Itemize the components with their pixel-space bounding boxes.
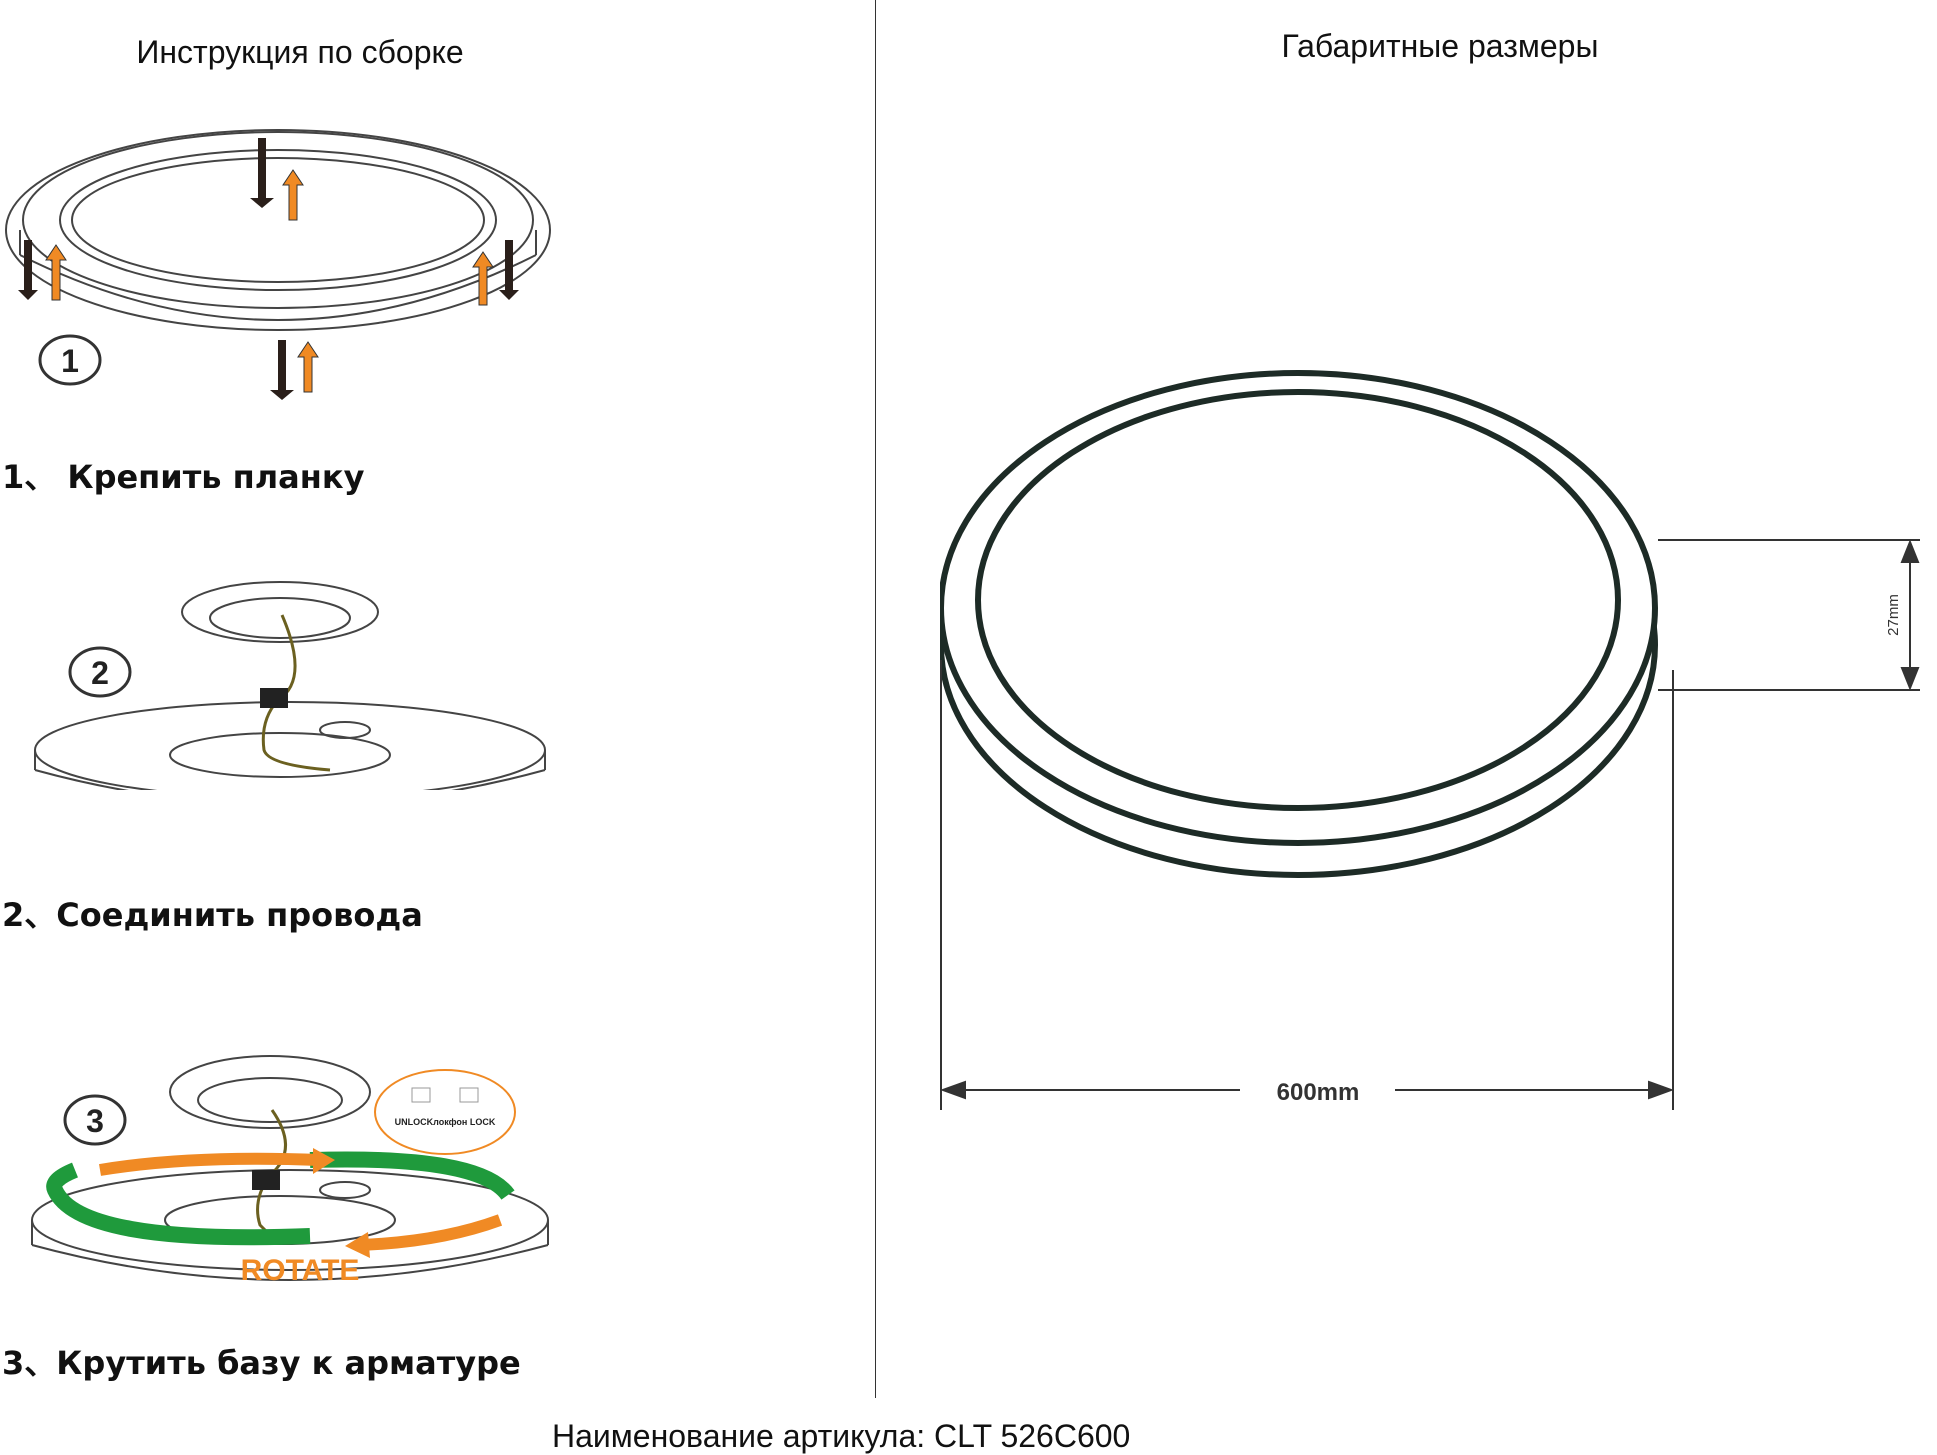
connector-icon [260, 688, 288, 708]
wire [261, 614, 331, 772]
fixture-outline-top [940, 370, 1658, 846]
step1-badge: 1 [38, 334, 102, 386]
fixture-inner-ring [975, 389, 1621, 811]
article-name: Наименование артикула: CLT 526C600 [552, 1418, 1131, 1454]
dimension-drawing: 600mm 27mm [940, 370, 1920, 1110]
mounting-plate-inner [59, 149, 497, 291]
svg-text:UNLOCKлокфон LOCK: UNLOCKлокфон LOCK [395, 1117, 496, 1127]
lock-icon [459, 1087, 479, 1103]
unlock-icon [411, 1087, 431, 1103]
svg-text:3: 3 [86, 1103, 104, 1139]
overall-dimensions-heading: Габаритные размеры [1281, 28, 1599, 64]
step2-caption: 2、Соединить провода [2, 896, 423, 934]
height-dimension-label: 27mm [1885, 594, 1902, 636]
step1-caption: 1、 Крепить планку [2, 458, 365, 496]
up-arrow-icon [45, 169, 494, 393]
mounting-plate [181, 581, 379, 643]
step3-illustration: ROTATE UNLOCKлокфон LOCK 3 [31, 1055, 549, 1287]
step1-illustration: 1 [5, 129, 551, 400]
svg-text:1: 1 [61, 343, 79, 379]
lock-hint: UNLOCKлокфон LOCK [374, 1069, 516, 1155]
mounting-plate [169, 1055, 371, 1129]
screw-icon [18, 138, 519, 400]
step3-badge: 3 [63, 1094, 127, 1146]
vertical-divider [875, 0, 876, 1398]
rotate-label: ROTATE [241, 1254, 360, 1287]
connector-icon [252, 1170, 280, 1190]
step3-caption: 3、Крутить базу к арматуре [2, 1344, 521, 1382]
step2-badge: 2 [68, 646, 132, 698]
svg-text:2: 2 [91, 655, 109, 691]
step2-illustration: 2 [34, 581, 546, 790]
width-dimension-label: 600mm [1277, 1079, 1360, 1106]
assembly-instructions-heading: Инструкция по сборке [136, 34, 464, 70]
mounting-plate-outer [5, 129, 551, 331]
rotate-arrow-green [309, 1151, 515, 1201]
rotate-arrow-orange [359, 1214, 503, 1251]
